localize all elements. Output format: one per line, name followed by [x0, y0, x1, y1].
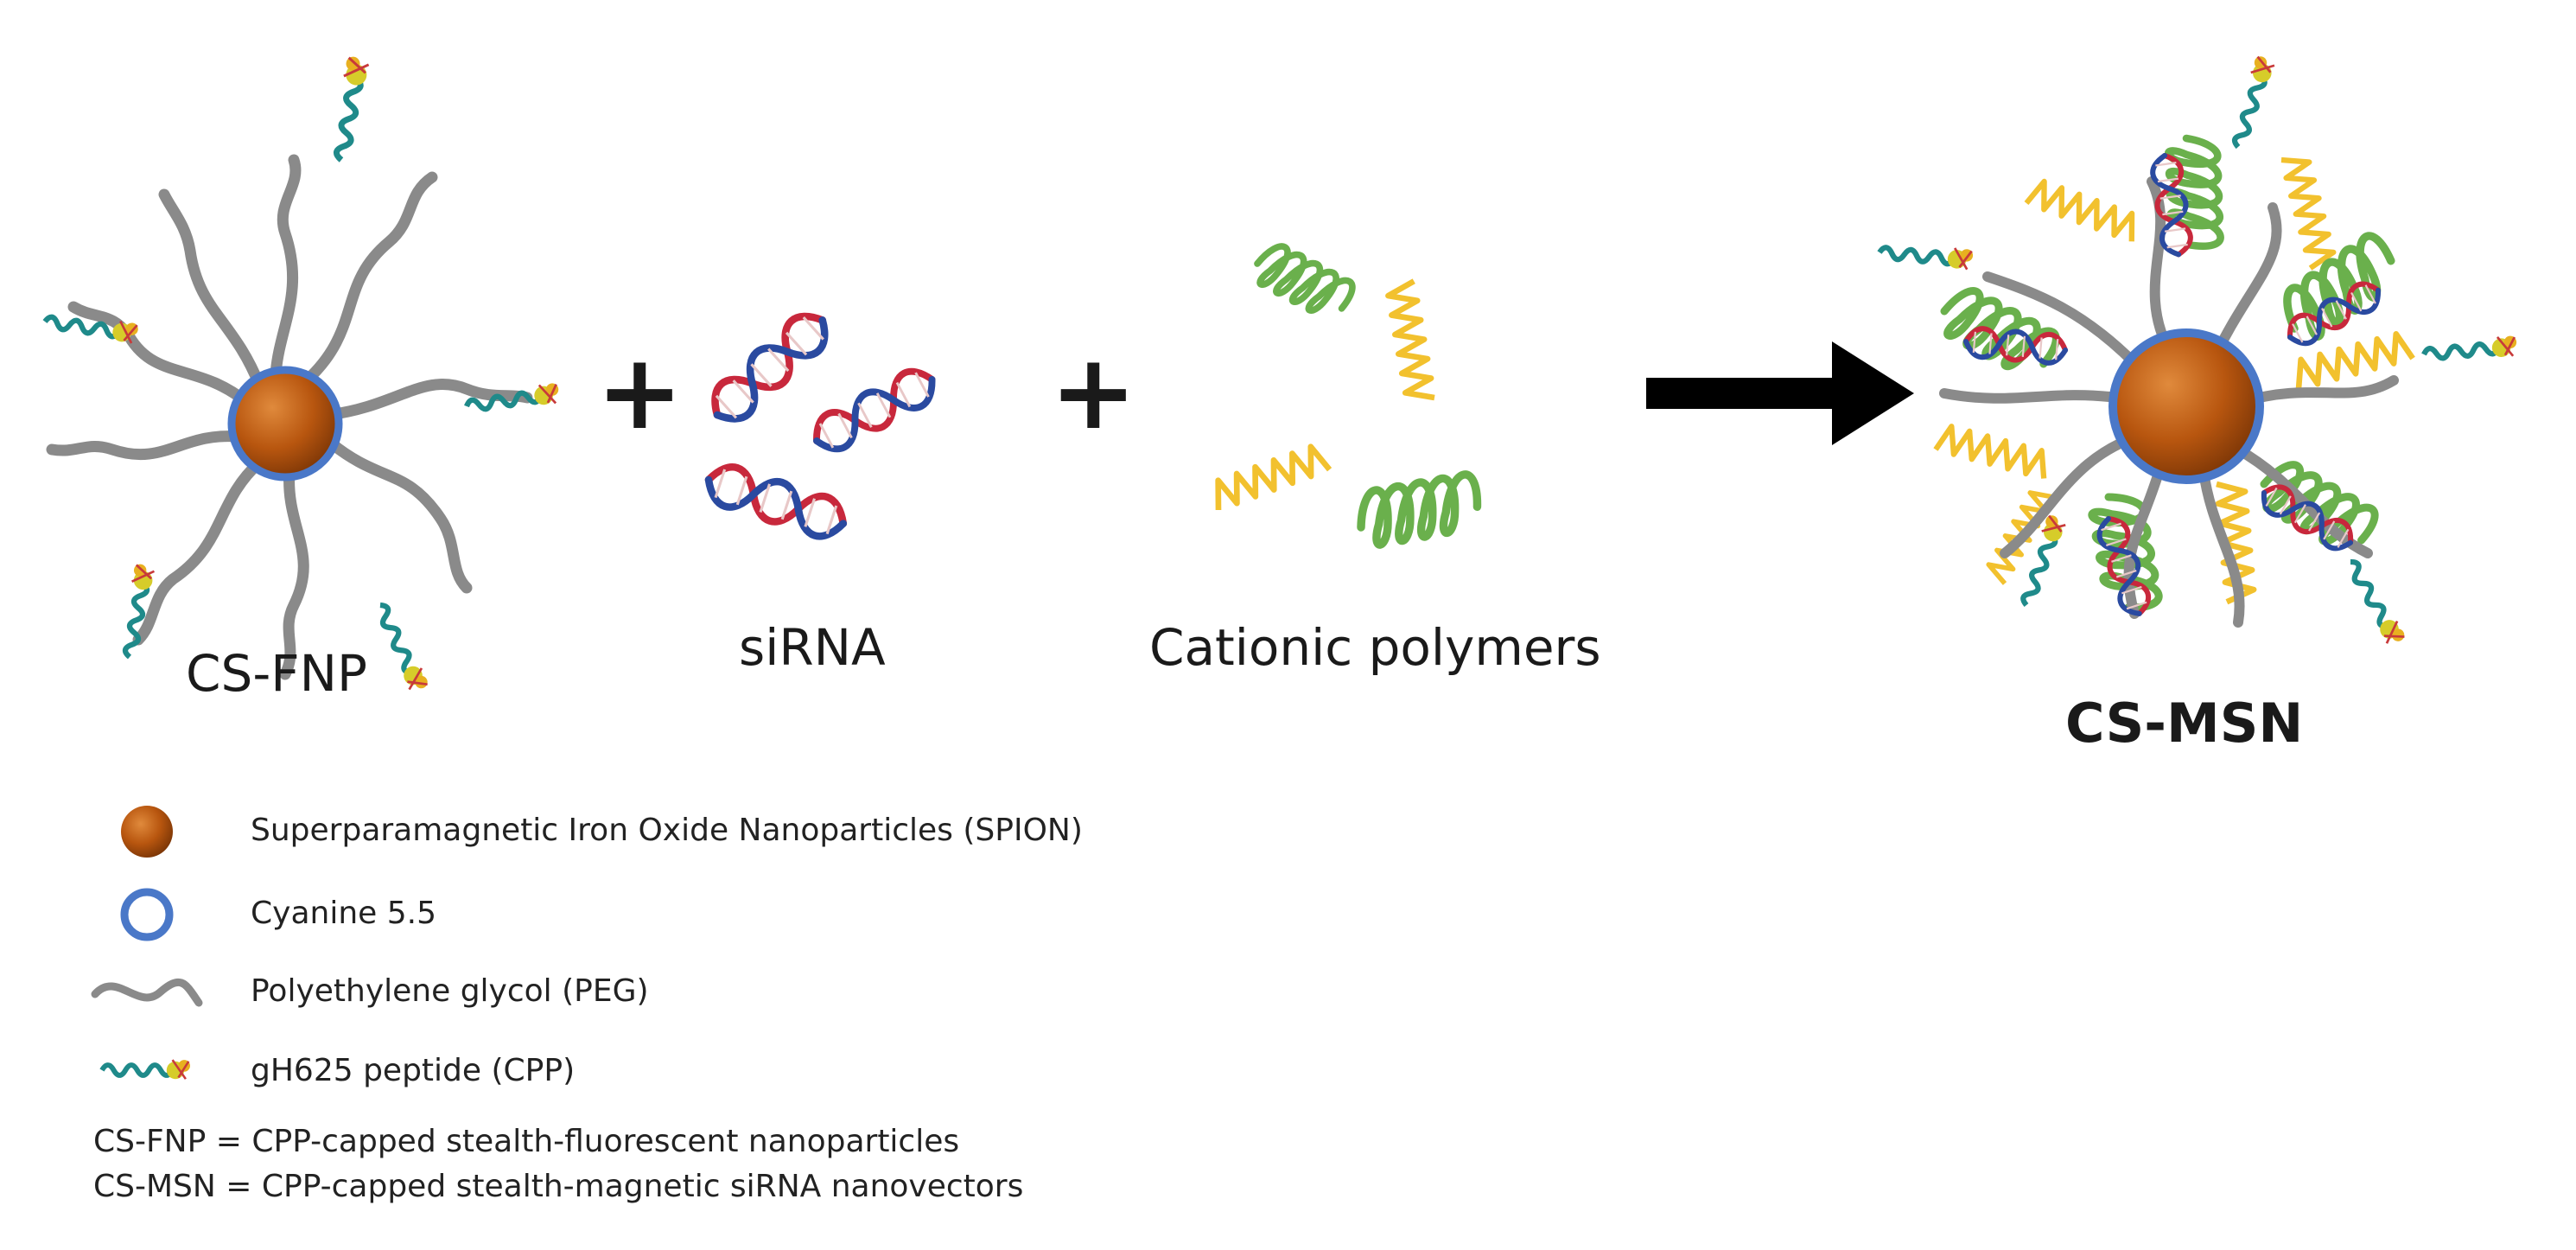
spion-sphere-icon	[121, 806, 173, 858]
definition-cs-msn: CS-MSN = CPP-capped stealth-magnetic siR…	[93, 1169, 1024, 1204]
sirna-helix-icon	[703, 305, 941, 543]
cationic-polymers-label: Cationic polymers	[1149, 618, 1601, 677]
cs-fnp-particle	[46, 154, 533, 680]
plus-sign-2: +	[1050, 333, 1137, 453]
cs-fnp-label: CS-FNP	[186, 644, 367, 703]
legend-cyanine-text: Cyanine 5.5	[251, 896, 436, 931]
legend-spion-text: Superparamagnetic Iron Oxide Nanoparticl…	[251, 813, 1083, 848]
definition-cs-fnp: CS-FNP = CPP-capped stealth-fluorescent …	[93, 1124, 960, 1159]
plus-sign-1: +	[596, 333, 684, 453]
peptide-icon	[102, 1060, 190, 1079]
legend-peg-text: Polyethylene glycol (PEG)	[251, 973, 649, 1009]
peg-chain-icon	[91, 978, 203, 1007]
sirna-label: siRNA	[739, 618, 886, 677]
cs-msn-particle	[1935, 137, 2413, 628]
reaction-arrow-icon	[1646, 341, 1914, 445]
cyanine-ring-icon	[120, 888, 174, 941]
legend-peptide-text: gH625 peptide (CPP)	[251, 1053, 576, 1088]
cs-msn-label: CS-MSN	[2065, 692, 2304, 755]
cationic-coil-icon	[1209, 239, 1483, 547]
